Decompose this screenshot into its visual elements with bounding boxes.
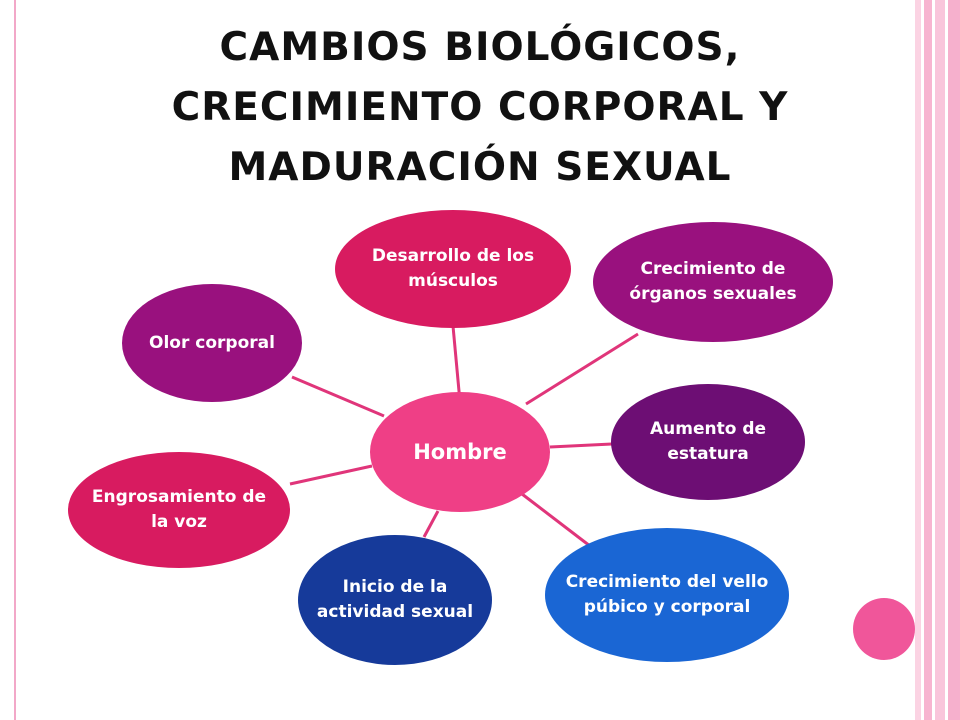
connector-inicio [422, 510, 440, 538]
node-crecimiento-vello: Crecimiento del vello púbico y corporal [545, 528, 789, 662]
title-line-2: CRECIMIENTO CORPORAL Y [171, 85, 789, 130]
node-label: Crecimiento de órganos sexuales [629, 259, 797, 304]
node-label: Engrosamiento de la voz [91, 487, 267, 532]
node-desarrollo-musculos: Desarrollo de los músculos [335, 210, 571, 328]
center-label: Hombre [413, 439, 507, 464]
connector-vello [521, 492, 591, 548]
node-engrosamiento-voz: Engrosamiento de la voz [68, 452, 290, 568]
connector-organos [525, 332, 639, 406]
decorative-stripes [915, 0, 960, 720]
title-line-3: MADURACIÓN SEXUAL [228, 145, 732, 190]
decorative-circle [853, 598, 915, 660]
center-node-hombre: Hombre [370, 392, 550, 512]
slide-border-left [14, 0, 16, 720]
connector-musculos [451, 325, 462, 403]
connector-olor [291, 375, 385, 418]
node-aumento-estatura: Aumento de estatura [611, 384, 805, 500]
node-label: Olor corporal [149, 332, 275, 353]
connector-voz [289, 464, 373, 486]
node-label: Desarrollo de los músculos [371, 246, 535, 291]
node-inicio-actividad: Inicio de la actividad sexual [298, 535, 492, 665]
node-crecimiento-organos: Crecimiento de órganos sexuales [593, 222, 833, 342]
node-label: Aumento de estatura [649, 419, 767, 464]
slide-title: CAMBIOS BIOLÓGICOS, CRECIMIENTO CORPORAL… [60, 18, 900, 198]
title-line-1: CAMBIOS BIOLÓGICOS, [219, 25, 741, 70]
node-label: Inicio de la actividad sexual [316, 577, 474, 622]
node-label: Crecimiento del vello púbico y corporal [565, 572, 769, 617]
node-olor-corporal: Olor corporal [122, 284, 302, 402]
connector-estatura [549, 442, 613, 449]
